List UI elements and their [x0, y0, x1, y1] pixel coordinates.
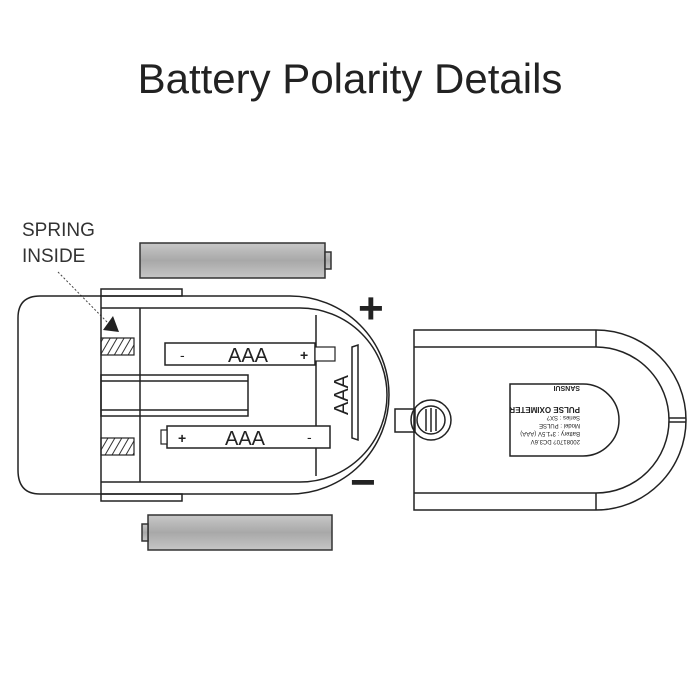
slot2-plus: +: [178, 430, 186, 446]
callout-arrow-head: [103, 316, 119, 332]
loose-battery-top: [139, 242, 332, 279]
slot-battery-1: - AAA +: [164, 342, 336, 367]
slot2-label: AAA: [225, 428, 266, 450]
slot1-minus: -: [180, 347, 185, 363]
device-open-compartment: [17, 288, 390, 502]
polarity-plus: +: [358, 284, 384, 333]
device-label-battery: Battery : 3*1.5V (AAA): [520, 430, 580, 436]
device-label-series: Series : SX?: [546, 414, 580, 420]
device-closed-cover: [394, 329, 687, 511]
device-label-code: 2008170? DC3.6V: [531, 438, 580, 444]
callout-line2: INSIDE: [22, 246, 85, 267]
slot2-minus: -: [307, 429, 312, 445]
slot1-plus: +: [300, 347, 308, 363]
device-label-product: PULSE OXIMETER: [509, 405, 580, 414]
spring-bottom: [100, 437, 135, 456]
device-label: 2008170? DC3.6V Battery : 3*1.5V (AAA) M…: [509, 384, 580, 444]
device-label-brand: SANSUI: [553, 384, 580, 391]
callout-line1: SPRING: [22, 220, 95, 241]
spring-top: [100, 337, 135, 356]
loose-battery-bottom: [141, 514, 333, 551]
polarity-minus: −: [350, 458, 376, 507]
device-label-model: Model : PULSE: [539, 422, 580, 428]
diagram-title: Battery Polarity Details: [137, 55, 563, 102]
callout-arrow-line: [57, 271, 111, 326]
slot1-label: AAA: [228, 345, 269, 367]
slot3-label: AAA: [331, 374, 353, 415]
slot-battery-2: + AAA -: [160, 425, 331, 450]
